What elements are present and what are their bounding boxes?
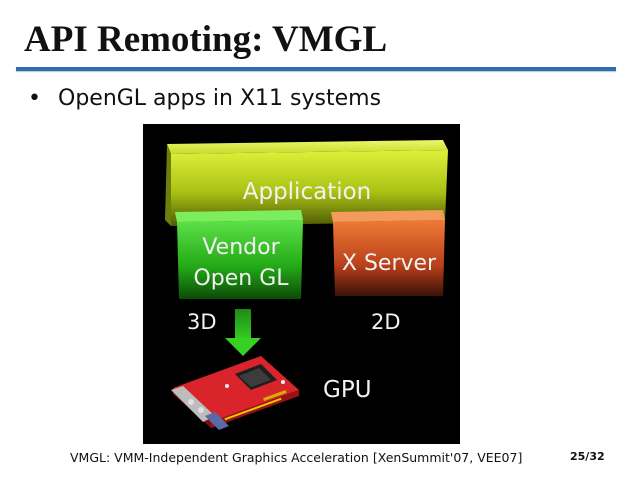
bullet-text: OpenGL apps in X11 systems bbox=[58, 86, 382, 111]
x-server-label: X Server bbox=[342, 251, 437, 276]
application-box bbox=[165, 140, 448, 226]
architecture-diagram: Application Vendor Open GL X Server 3D 2… bbox=[143, 124, 460, 444]
vendor-label-line2: Open GL bbox=[193, 266, 289, 291]
gpu-label: GPU bbox=[323, 377, 372, 403]
title-underline bbox=[16, 67, 616, 71]
page-number: 25/32 bbox=[570, 450, 605, 463]
slide-title: API Remoting: VMGL bbox=[24, 19, 388, 60]
vendor-label-line1: Vendor bbox=[202, 235, 280, 260]
application-label: Application bbox=[243, 179, 372, 205]
footnote-citation: VMGL: VMM-Independent Graphics Accelerat… bbox=[70, 450, 523, 465]
x-server-box bbox=[331, 210, 445, 296]
vendor-opengl-box bbox=[175, 210, 303, 299]
bullet-dot-icon: • bbox=[28, 86, 41, 111]
label-3d: 3D bbox=[187, 310, 217, 334]
gpu-card-icon bbox=[171, 356, 299, 430]
bullet-item: • OpenGL apps in X11 systems bbox=[28, 86, 381, 111]
down-arrow-icon bbox=[225, 309, 261, 356]
label-2d: 2D bbox=[371, 310, 401, 334]
